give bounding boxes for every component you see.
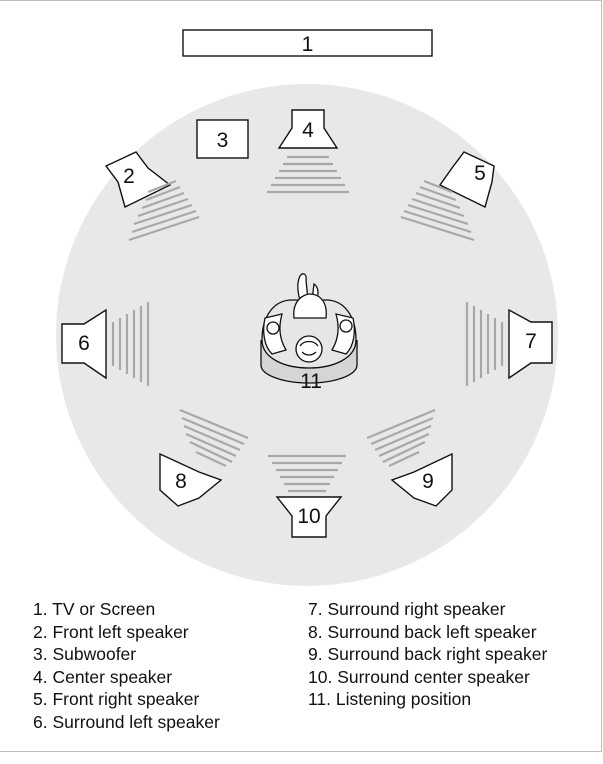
- legend-item: 4. Center speaker: [33, 666, 173, 687]
- legend-item: 5. Front right speaker: [33, 689, 200, 710]
- legend-item: 8. Surround back left speaker: [308, 621, 537, 642]
- label-3: 3: [217, 129, 229, 152]
- sound-waves-2: [128, 179, 200, 242]
- label-1: 1: [302, 33, 314, 56]
- label-7: 7: [525, 330, 537, 353]
- legend-item: 6. Surround left speaker: [33, 711, 220, 732]
- sound-waves-4: [267, 155, 349, 194]
- legend-item: 9. Surround back right speaker: [308, 644, 548, 665]
- surround-left-speaker: 6: [61, 302, 150, 386]
- tv-screen: 1: [182, 29, 433, 57]
- label-9: 9: [422, 470, 434, 493]
- front-right-speaker: 5: [400, 151, 495, 242]
- sound-waves-9: [366, 408, 436, 467]
- surround-right-speaker: 7: [465, 302, 553, 386]
- legend-item: 2. Front left speaker: [33, 621, 189, 642]
- listening-position: 11: [260, 273, 358, 393]
- surround-back-right-speaker: 9: [366, 408, 453, 507]
- legend-item: 1. TV or Screen: [33, 599, 156, 619]
- legend-item: 11. Listening position: [308, 689, 472, 710]
- surround-back-left-speaker: 8: [159, 408, 249, 507]
- label-6: 6: [78, 332, 90, 355]
- surround-center-speaker: 10: [268, 454, 346, 538]
- label-10: 10: [297, 505, 320, 528]
- subwoofer: 3: [196, 119, 249, 159]
- sound-waves-7: [465, 302, 504, 386]
- label-8: 8: [175, 470, 187, 493]
- front-left-speaker: 2: [104, 151, 200, 242]
- sound-waves-8: [179, 408, 249, 467]
- legend-item: 10. Surround center speaker: [308, 666, 530, 687]
- label-11: 11: [300, 370, 322, 393]
- sound-waves-6: [111, 302, 150, 386]
- legend-item: 7. Surround right speaker: [308, 599, 506, 619]
- legend-right-column: 7. Surround right speaker 8. Surround ba…: [308, 598, 547, 711]
- sound-waves-5: [400, 179, 475, 242]
- label-5: 5: [474, 162, 486, 185]
- legend-left-column: 1. TV or Screen 2. Front left speaker 3.…: [33, 598, 220, 734]
- label-2: 2: [123, 165, 135, 188]
- sound-waves-10: [268, 454, 346, 493]
- label-4: 4: [302, 119, 314, 142]
- center-speaker: 4: [267, 109, 349, 194]
- legend-item: 3. Subwoofer: [33, 644, 137, 665]
- speaker-layout-diagram: 1 3 4 2 5: [56, 29, 558, 586]
